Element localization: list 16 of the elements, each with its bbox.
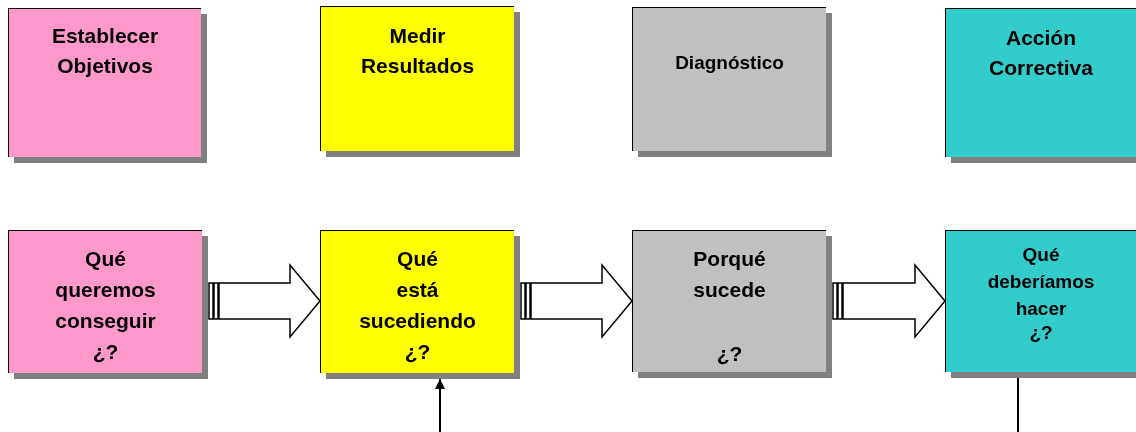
stage-title: Acción Correctiva [989, 25, 1093, 81]
question-text: Qué deberíamos hacer [987, 243, 1095, 321]
question-mark-text: ¿? [1029, 321, 1053, 345]
question-text: Qué está sucediendo [359, 246, 476, 334]
line [1017, 377, 1019, 432]
question-mark-text: ¿? [716, 341, 743, 367]
question-mark-text: ¿? [92, 339, 119, 365]
arrow [435, 378, 445, 432]
question-text: Qué queremos conseguir [55, 246, 156, 334]
stage-title: Establecer Objetivos [51, 23, 159, 79]
stage-title: Diagnóstico [675, 51, 784, 75]
block-arrow [832, 262, 946, 340]
block-arrow [520, 262, 633, 340]
question-text: Porqué sucede [693, 246, 766, 303]
question-mark-text: ¿? [404, 339, 431, 365]
stage-title: Medir Resultados [360, 23, 475, 79]
